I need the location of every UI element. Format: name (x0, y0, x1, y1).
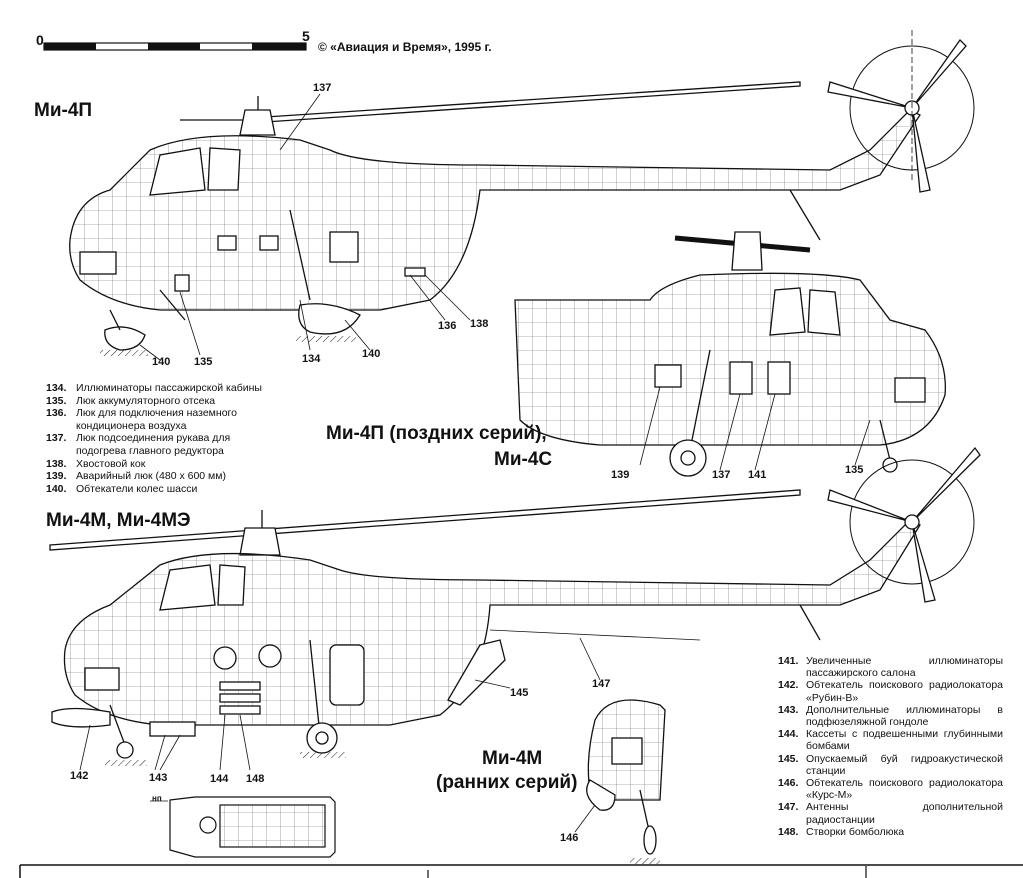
callout-142: 142 (70, 770, 89, 782)
legend-item: 148. Створки бомболюка (778, 826, 1003, 838)
legend-item-description: Люк аккумуляторного отсека (76, 394, 216, 407)
title-mi4p-late-2: Ми-4С (494, 449, 553, 470)
legend-item-number: 139. (46, 470, 67, 483)
legend-item-number: 134. (46, 382, 67, 394)
legend-item: 134. Иллюминаторы пассажирской кабины (46, 382, 286, 395)
legend-item-description: Обтекатели колес шасси (76, 482, 198, 495)
mi4m-early-nose-view (574, 699, 666, 864)
legend-item: 140. Обтекатели колес шасси (46, 483, 286, 496)
legend-item-number: 137. (46, 432, 67, 445)
legend-item-description: Антенны дополнительной радиостанции (806, 801, 1003, 826)
legend-item-description: Увеличенные иллюминаторы пассажирского с… (806, 655, 1003, 680)
legend-item-number: 141. (778, 655, 799, 667)
legend-item: 139. Аварийный люк (480 х 600 мм) (46, 470, 286, 483)
callout-144: 144 (210, 773, 229, 785)
callout-135-b: 135 (845, 464, 864, 476)
legend-item-description: подогрева главного редуктора (76, 444, 224, 457)
legend-item: 136. Люк для подключения наземного (46, 407, 286, 420)
legend-item-description: Обтекатель поискового радиолокатора «Руб… (806, 679, 1003, 704)
legend-item-description: Хвостовой кок (76, 457, 146, 470)
title-mi4m-early-2: (ранних серий) (436, 772, 578, 793)
mi4p-side-view (69, 30, 975, 361)
title-mi4m: Ми-4М, Ми-4МЭ (46, 510, 191, 531)
callout-147: 147 (592, 678, 611, 690)
legend-item-number: 140. (46, 482, 67, 495)
callout-138: 138 (470, 318, 489, 330)
legend-item: подогрева главного редуктора (46, 445, 286, 458)
legend-item: 143. Дополнительные иллюминаторы в подфюз… (778, 704, 1003, 728)
callout-141: 141 (748, 469, 767, 481)
legend-item-description: Люк подсоединения рукава для (76, 432, 231, 445)
legend-item-number: 142. (778, 679, 799, 692)
callout-145: 145 (510, 687, 529, 699)
legend-item-number (46, 420, 76, 433)
callout-136: 136 (438, 320, 457, 332)
legend-item-description: кондиционера воздуха (76, 419, 187, 432)
legend-item: 147. Антенны дополнительной радиостанции (778, 801, 1003, 825)
callout-np: нп (152, 794, 162, 803)
legend-item: 144. Кассеты с подвешенными глубинными бо… (778, 728, 1003, 752)
scale-start: 0 (36, 32, 44, 48)
legend-item: 145. Опускаемый буй гидроакустической ста… (778, 753, 1003, 777)
legend-item-number (46, 445, 76, 458)
legend-item-description: Люк для подключения наземного (76, 407, 237, 420)
callout-134: 134 (302, 353, 321, 365)
legend-item: 138. Хвостовой кок (46, 458, 286, 471)
legend-item-number: 145. (778, 752, 799, 765)
legend-item-number: 148. (778, 825, 799, 838)
title-mi4p-late-1: Ми-4П (поздних серий), (326, 423, 547, 444)
legend-item-description: Дополнительные иллюминаторы в подфюзеляж… (806, 703, 1003, 729)
copyright: © «Авиация и Время», 1995 г. (318, 40, 492, 54)
legend-item-number: 143. (778, 703, 799, 716)
scale-end: 5 (302, 28, 310, 44)
legend-item-description: Иллюминаторы пассажирской кабины (76, 382, 262, 394)
legend-item: 146. Обтекатель поискового радиолокатора … (778, 777, 1003, 801)
callout-137: 137 (313, 82, 332, 94)
title-mi4p: Ми-4П (34, 100, 93, 121)
legend-item: кондиционера воздуха (46, 420, 286, 433)
mi4p-late-side-view (514, 231, 946, 477)
legend-item-number: 135. (46, 394, 67, 407)
legend-item-number: 147. (778, 801, 799, 814)
legend-item: 141. Увеличенные иллюминаторы пассажирско… (778, 655, 1003, 679)
title-mi4m-early-1: Ми-4М (482, 748, 543, 769)
callout-143: 143 (149, 772, 168, 784)
legend-item-description: Аварийный люк (480 х 600 мм) (76, 470, 226, 483)
legend-item-description: Створки бомболюка (806, 825, 905, 838)
callout-137-b: 137 (712, 469, 731, 481)
legend-item-number: 144. (778, 728, 799, 741)
callout-139: 139 (611, 469, 630, 481)
callout-140: 140 (152, 356, 171, 368)
mi4m-side-view (49, 446, 981, 771)
legend-item-number: 146. (778, 777, 799, 790)
legend-item: 142. Обтекатель поискового радиолокатора … (778, 679, 1003, 703)
legend-right: 141. Увеличенные иллюминаторы пассажирско… (778, 655, 1003, 838)
legend-item-number: 138. (46, 457, 67, 470)
legend-item-number: 136. (46, 407, 67, 420)
legend-item-description: Обтекатель поискового радиолокатора «Кур… (806, 777, 1003, 802)
callout-146: 146 (560, 832, 579, 844)
legend-item-description: Опускаемый буй гидроакустической станции (806, 752, 1003, 777)
callout-148: 148 (246, 773, 265, 785)
legend-item: 135. Люк аккумуляторного отсека (46, 395, 286, 408)
scale-bar (43, 42, 307, 51)
callout-140-b: 140 (362, 348, 381, 360)
callout-135: 135 (194, 356, 213, 368)
bomb-bay-view (150, 796, 336, 858)
legend-item-description: Кассеты с подвешенными глубинными бомбам… (806, 728, 1003, 753)
legend-item: 137. Люк подсоединения рукава для (46, 432, 286, 445)
